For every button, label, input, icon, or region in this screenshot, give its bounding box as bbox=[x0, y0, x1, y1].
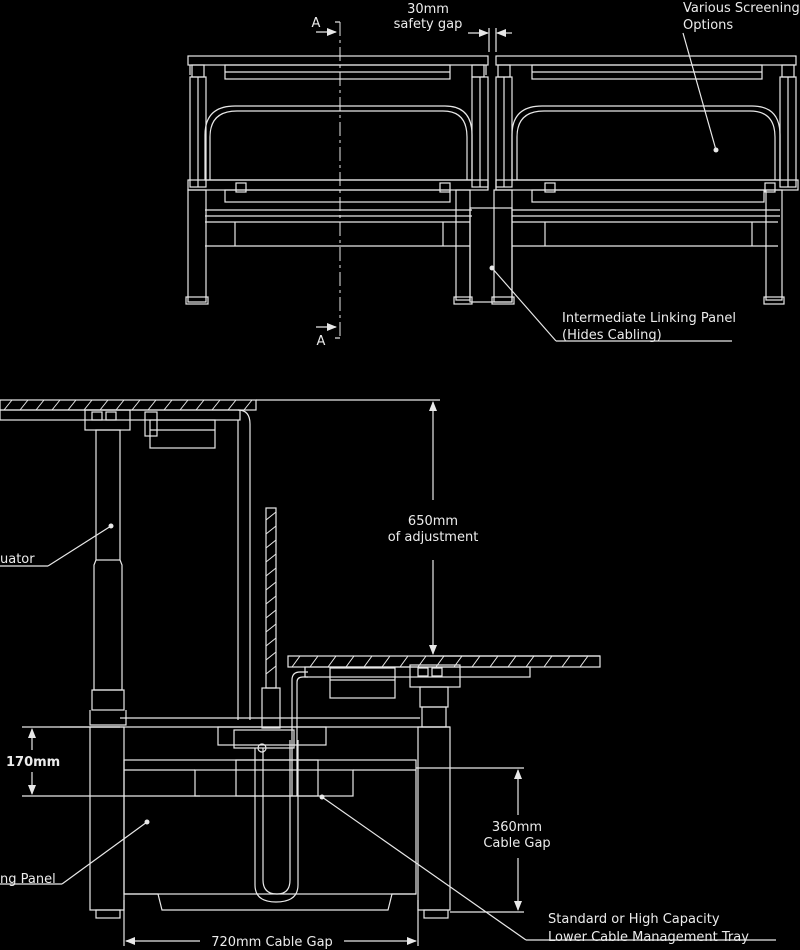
lowered-desktop bbox=[287, 655, 601, 796]
section-marker-bottom: A bbox=[317, 334, 326, 349]
tray-label-1: Standard or High Capacity bbox=[548, 912, 720, 927]
section-view bbox=[0, 399, 776, 946]
screening-label-1: Various Screening bbox=[683, 1, 800, 16]
cable-gap-720-label: 720mm Cable Gap bbox=[211, 935, 333, 950]
right-actuator-column bbox=[419, 686, 449, 728]
screening-label-2: Options bbox=[683, 18, 733, 33]
intermediate-linking-panel bbox=[469, 207, 513, 303]
cable-gap-360-label-2: Cable Gap bbox=[483, 836, 550, 851]
tray-label-2: Lower Cable Management Tray bbox=[548, 930, 749, 945]
safety-gap-label-1: 30mm bbox=[407, 2, 449, 17]
linking-panel-section-label: ng Panel bbox=[0, 872, 56, 887]
left-actuator-column bbox=[0, 429, 127, 726]
linking-panel-label-1: Intermediate Linking Panel bbox=[562, 311, 736, 326]
actuator-label: uator bbox=[0, 552, 35, 567]
linking-panel-label-2: (Hides Cabling) bbox=[562, 328, 662, 343]
base-frame bbox=[60, 717, 451, 919]
right-desk bbox=[491, 55, 799, 305]
front-elevation-view bbox=[185, 21, 799, 342]
screen-section bbox=[261, 507, 281, 729]
raised-desktop bbox=[0, 399, 257, 720]
left-desk bbox=[185, 55, 489, 305]
height-170-label: 170mm bbox=[6, 755, 60, 770]
cable-gap-360-label-1: 360mm bbox=[492, 820, 542, 835]
section-marker-top: A bbox=[312, 16, 321, 31]
safety-gap-label-2: safety gap bbox=[394, 17, 463, 32]
adjustment-label-1: 650mm bbox=[408, 514, 458, 529]
adjustment-label-2: of adjustment bbox=[388, 530, 479, 545]
cable-management-tray bbox=[217, 726, 776, 941]
